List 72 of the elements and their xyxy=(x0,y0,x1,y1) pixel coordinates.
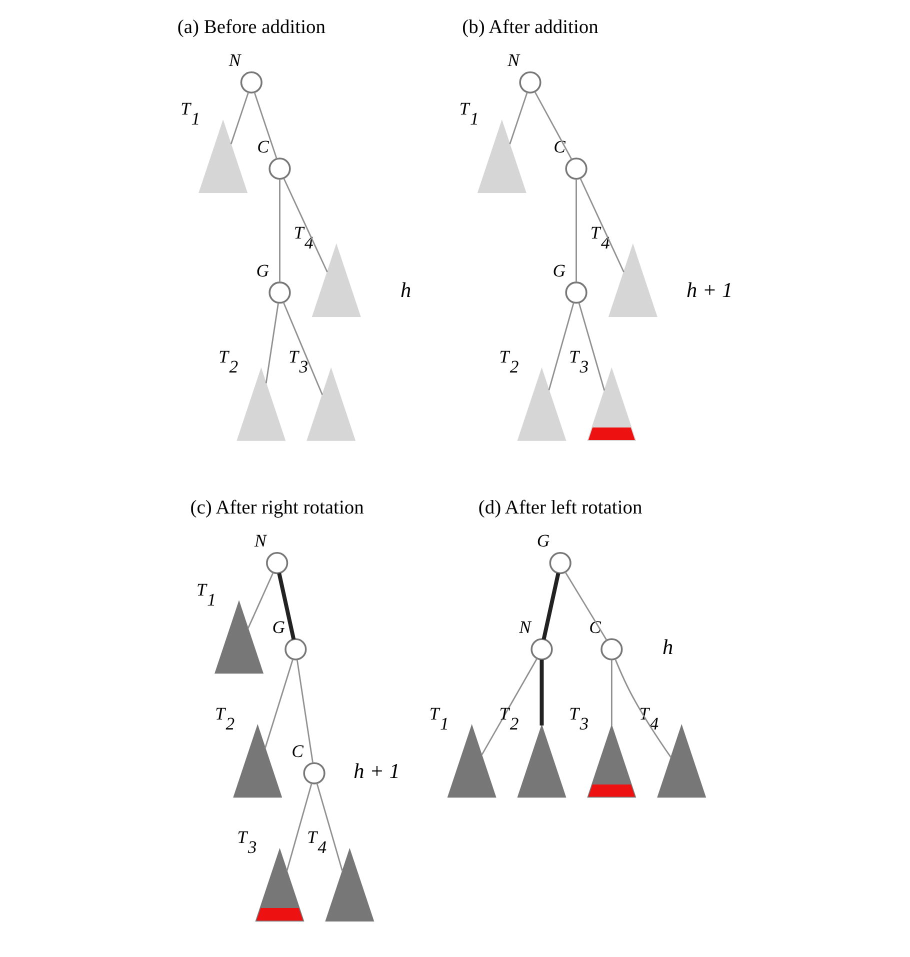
label: h xyxy=(400,278,412,302)
node-triangle xyxy=(312,243,361,317)
connector xyxy=(534,91,572,160)
label: (c) After right rotation xyxy=(190,498,364,519)
connector xyxy=(576,179,577,282)
node-circle xyxy=(303,762,326,784)
node-label: C xyxy=(554,136,566,156)
label: h xyxy=(662,634,674,659)
node-circle xyxy=(268,282,291,304)
node-circle xyxy=(565,158,588,180)
node-triangle xyxy=(608,243,658,317)
node-label: C xyxy=(589,616,601,637)
connector xyxy=(283,178,328,272)
node-triangle xyxy=(517,724,566,798)
node-circle xyxy=(549,552,572,574)
node-triangle xyxy=(214,600,264,674)
connector xyxy=(282,302,323,396)
node-circle xyxy=(600,638,623,660)
connector xyxy=(265,302,279,384)
connector xyxy=(578,302,606,391)
node-label: G xyxy=(536,530,550,551)
connector xyxy=(286,783,312,871)
connector xyxy=(564,572,608,641)
node-circle xyxy=(530,638,553,660)
node-circle xyxy=(268,158,291,180)
node-label: C xyxy=(292,740,304,761)
label: h + 1 xyxy=(354,758,400,783)
node-triangle xyxy=(657,724,706,798)
connector xyxy=(230,92,250,144)
node-label: N xyxy=(519,616,531,637)
node-triangle xyxy=(587,724,636,798)
node-circle xyxy=(284,638,307,660)
node-triangle xyxy=(236,367,286,441)
node-triangle xyxy=(587,367,636,441)
connector xyxy=(610,660,612,726)
label: (b) After addition xyxy=(462,16,598,38)
node-label: N xyxy=(508,50,520,70)
connector xyxy=(614,658,672,758)
connector xyxy=(296,660,314,764)
node-circle xyxy=(240,71,262,94)
node-triangle xyxy=(306,367,356,441)
node-triangle xyxy=(255,848,304,922)
connector xyxy=(247,572,274,629)
connector xyxy=(254,92,278,160)
connector xyxy=(264,659,294,748)
connector xyxy=(548,302,574,390)
connector xyxy=(277,572,296,640)
node-label: N xyxy=(228,50,241,70)
connector xyxy=(542,572,560,640)
connector xyxy=(279,179,280,282)
node-label: C xyxy=(257,136,269,156)
node-label: N xyxy=(254,530,266,551)
node-circle xyxy=(565,282,588,304)
node-label: G xyxy=(256,260,270,280)
node-label: G xyxy=(272,616,285,637)
connector xyxy=(580,178,624,272)
node-triangle xyxy=(325,848,374,922)
node-triangle xyxy=(233,724,282,798)
connector xyxy=(481,658,538,756)
node-triangle xyxy=(517,367,566,441)
connector xyxy=(540,660,544,726)
node-triangle xyxy=(198,120,248,194)
label: h + 1 xyxy=(686,278,733,302)
label: (d) After left rotation xyxy=(478,498,642,519)
node-circle xyxy=(519,71,542,94)
connector xyxy=(509,92,528,144)
node-triangle xyxy=(477,120,526,194)
connector xyxy=(316,783,344,872)
node-circle xyxy=(266,552,288,574)
label: (a) Before addition xyxy=(177,16,326,38)
node-label: G xyxy=(552,260,566,280)
node-triangle xyxy=(447,724,496,798)
